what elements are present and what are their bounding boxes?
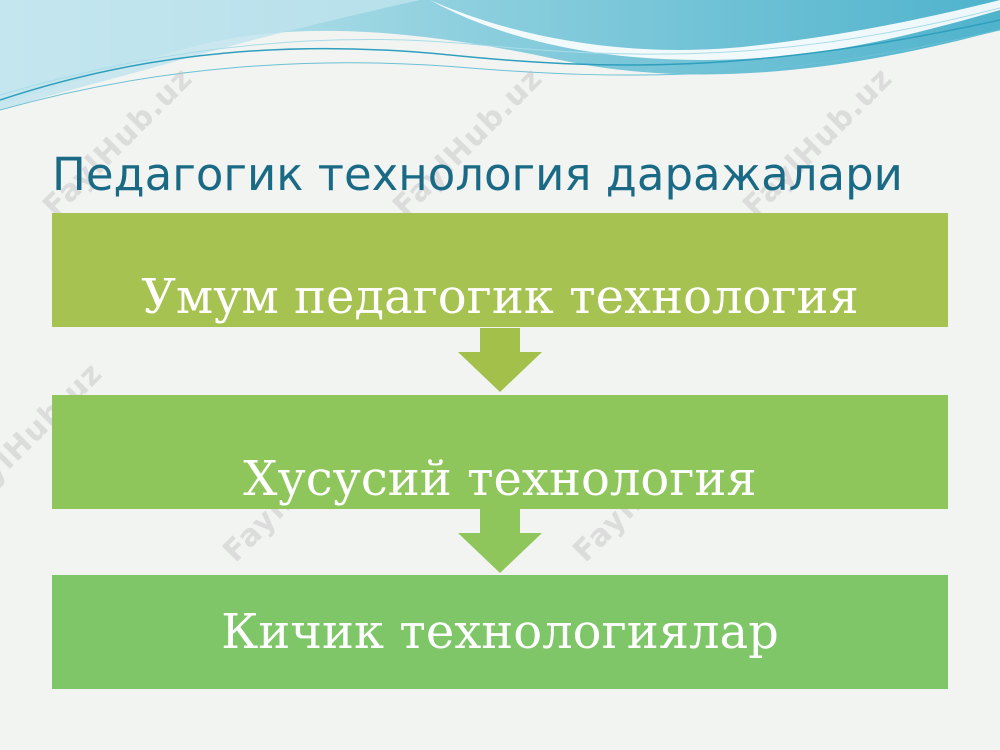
- level-box-specific: Хусусий технология: [52, 395, 948, 509]
- level-box-general: Умум педагогик технология: [52, 213, 948, 327]
- slide-title: Педагогик технология даражалари: [52, 148, 903, 201]
- level-label: Кичик технологиялар: [221, 604, 779, 660]
- decorative-wave: [0, 0, 1000, 111]
- down-arrow-icon: [458, 509, 542, 573]
- down-arrow-icon: [458, 328, 542, 392]
- level-label: Умум педагогик технология: [141, 269, 859, 325]
- level-box-micro: Кичик технологиялар: [52, 575, 948, 689]
- level-label: Хусусий технология: [243, 451, 757, 507]
